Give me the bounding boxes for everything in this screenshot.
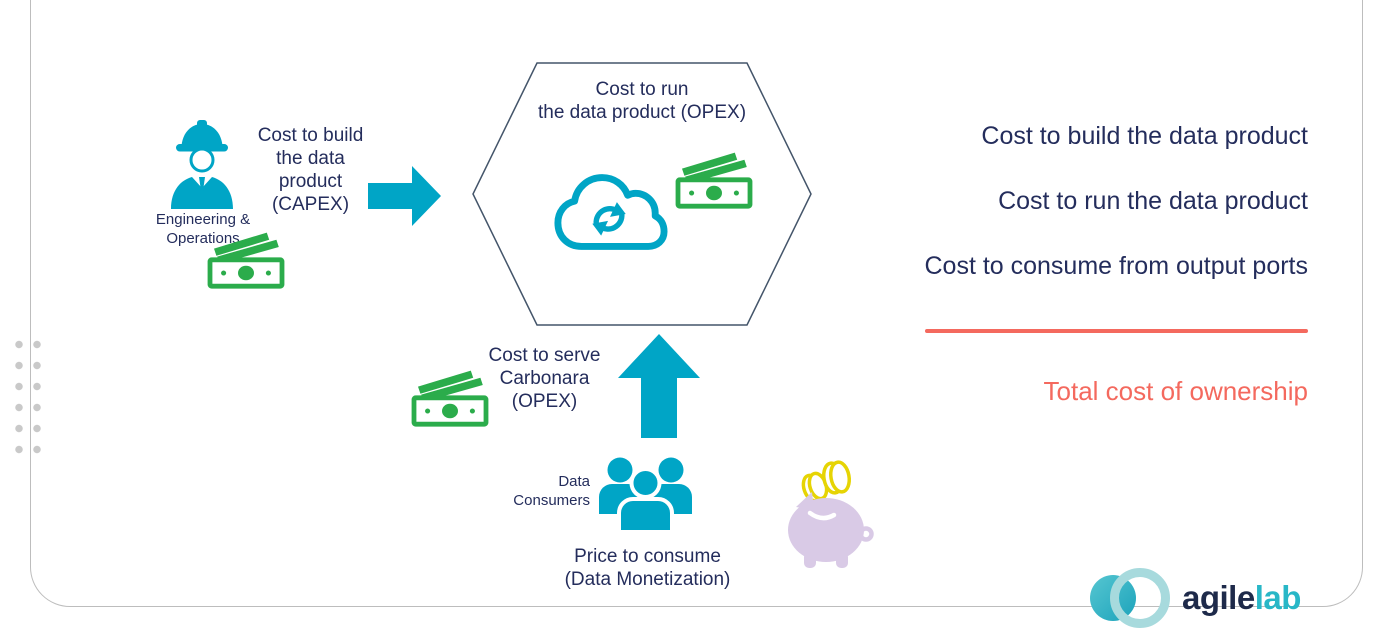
people-group-icon	[599, 457, 692, 532]
piggy-bank-icon	[788, 460, 874, 568]
engineer-label: Engineering & Operations	[155, 211, 251, 247]
logo-text-lab: lab	[1254, 579, 1302, 616]
slide-frame	[30, 0, 1363, 607]
hexagon-title: Cost to run the data product (OPEX)	[537, 79, 747, 123]
cloud-sync-icon	[554, 174, 668, 250]
summary-item-run: Cost to run the data product	[998, 187, 1308, 215]
price-label: Price to consume (Data Monetization)	[564, 546, 731, 590]
logo-ring-icon	[1110, 568, 1170, 628]
hexagon-shape	[472, 62, 812, 326]
summary-divider	[925, 329, 1308, 333]
capex-label: Cost to build the data product (CAPEX)	[257, 125, 364, 215]
money-icon	[675, 152, 753, 209]
logo-wordmark: agilelab	[1182, 579, 1301, 617]
total-cost-label: Total cost of ownership	[1043, 376, 1308, 406]
summary-item-build: Cost to build the data product	[981, 122, 1308, 150]
coins-icon	[801, 460, 851, 503]
dots-pattern	[10, 334, 46, 460]
engineer-icon	[171, 120, 233, 209]
money-icon	[411, 370, 489, 427]
serve-label: Cost to serve Carbonara (OPEX)	[488, 345, 601, 412]
consumers-label: Data Consumers	[513, 473, 590, 509]
arrow-up-icon	[618, 334, 700, 438]
money-icon	[207, 232, 285, 289]
logo-text-agile: agile	[1182, 579, 1255, 616]
agilelab-logo: agilelab	[1090, 568, 1301, 628]
arrow-right-icon	[368, 166, 441, 226]
summary-item-consume: Cost to consume from output ports	[924, 252, 1308, 280]
